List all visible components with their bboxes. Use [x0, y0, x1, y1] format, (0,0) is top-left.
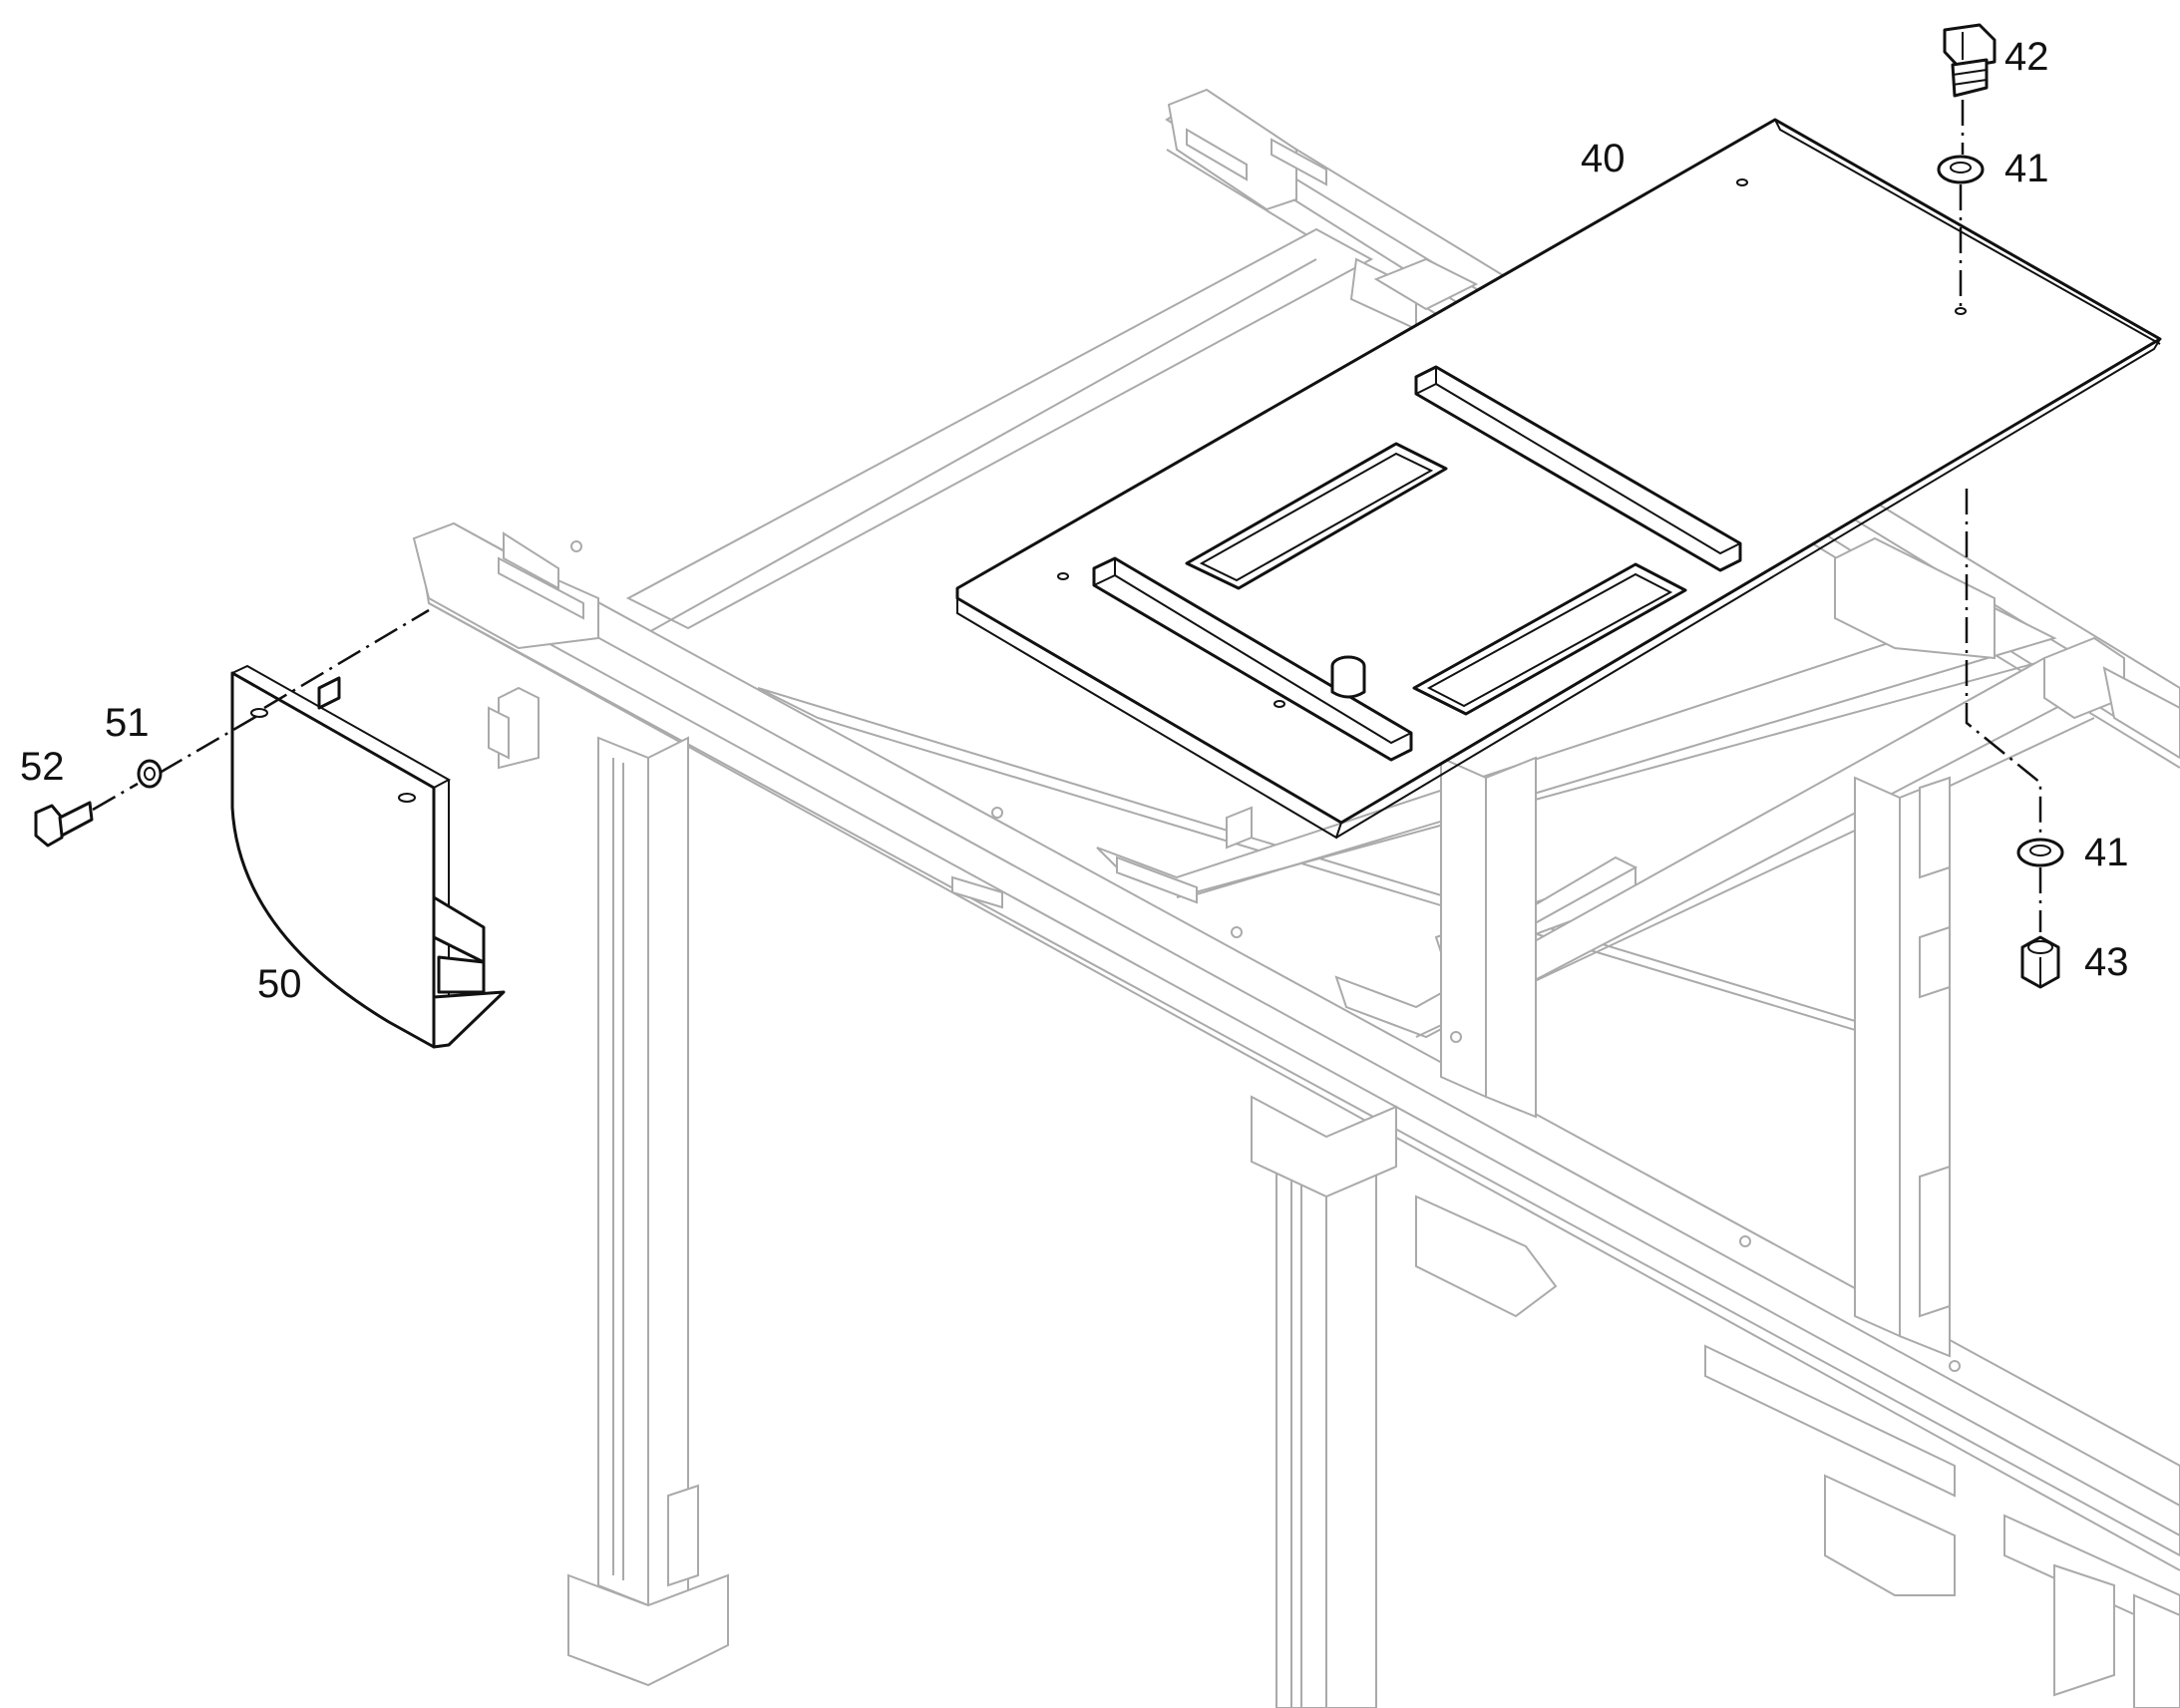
hardware-stack [1937, 23, 2064, 989]
cover-plate-40 [955, 118, 2162, 840]
washer-41-top [1937, 155, 1985, 184]
callout-43: 43 [2084, 940, 2129, 984]
callout-41-bottom: 41 [2084, 831, 2129, 874]
callout-51: 51 [105, 701, 150, 745]
bracket-50 [159, 608, 506, 1049]
callout-42: 42 [2004, 35, 2049, 79]
bolt-52 [34, 782, 139, 848]
washer-51 [137, 759, 163, 789]
callout-52: 52 [20, 745, 65, 789]
nut-43 [2020, 935, 2060, 989]
callout-41-top: 41 [2004, 147, 2049, 190]
washer-41-bottom [2016, 838, 2064, 867]
callout-40: 40 [1581, 137, 1626, 180]
machine-frame [412, 88, 2180, 1708]
bolt-42 [1943, 23, 1997, 98]
callout-50: 50 [257, 962, 302, 1006]
